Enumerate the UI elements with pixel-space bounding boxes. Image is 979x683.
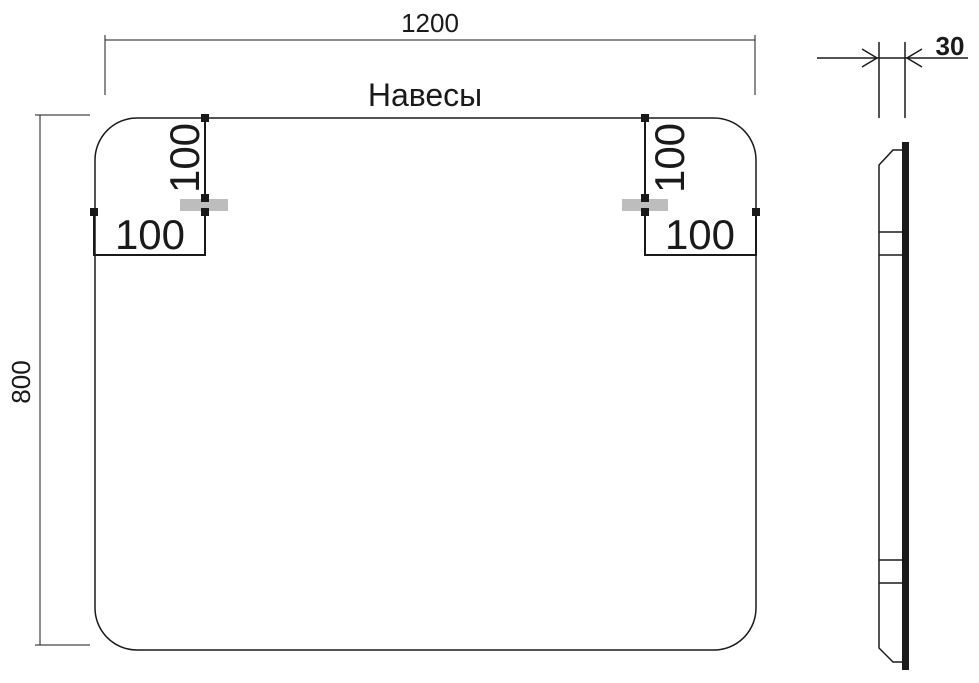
depth-dimension bbox=[817, 42, 968, 118]
left-hinge-dimension bbox=[90, 114, 228, 256]
width-dimension bbox=[104, 35, 756, 95]
left-hinge-vertical-label: 100 bbox=[161, 123, 208, 193]
right-hinge-dimension bbox=[622, 114, 760, 256]
right-hinge bbox=[622, 199, 668, 211]
width-label: 1200 bbox=[401, 8, 459, 38]
left-hinge-horizontal-label: 100 bbox=[115, 211, 185, 258]
hinges-label: Навесы bbox=[368, 77, 482, 113]
left-hinge bbox=[180, 199, 228, 211]
right-hinge-vertical-label: 100 bbox=[646, 123, 693, 193]
mirror-outline bbox=[94, 117, 757, 651]
height-label: 800 bbox=[6, 360, 36, 403]
height-dimension bbox=[35, 114, 90, 646]
side-profile bbox=[878, 142, 909, 670]
right-hinge-horizontal-label: 100 bbox=[665, 211, 735, 258]
depth-label: 30 bbox=[936, 31, 965, 61]
